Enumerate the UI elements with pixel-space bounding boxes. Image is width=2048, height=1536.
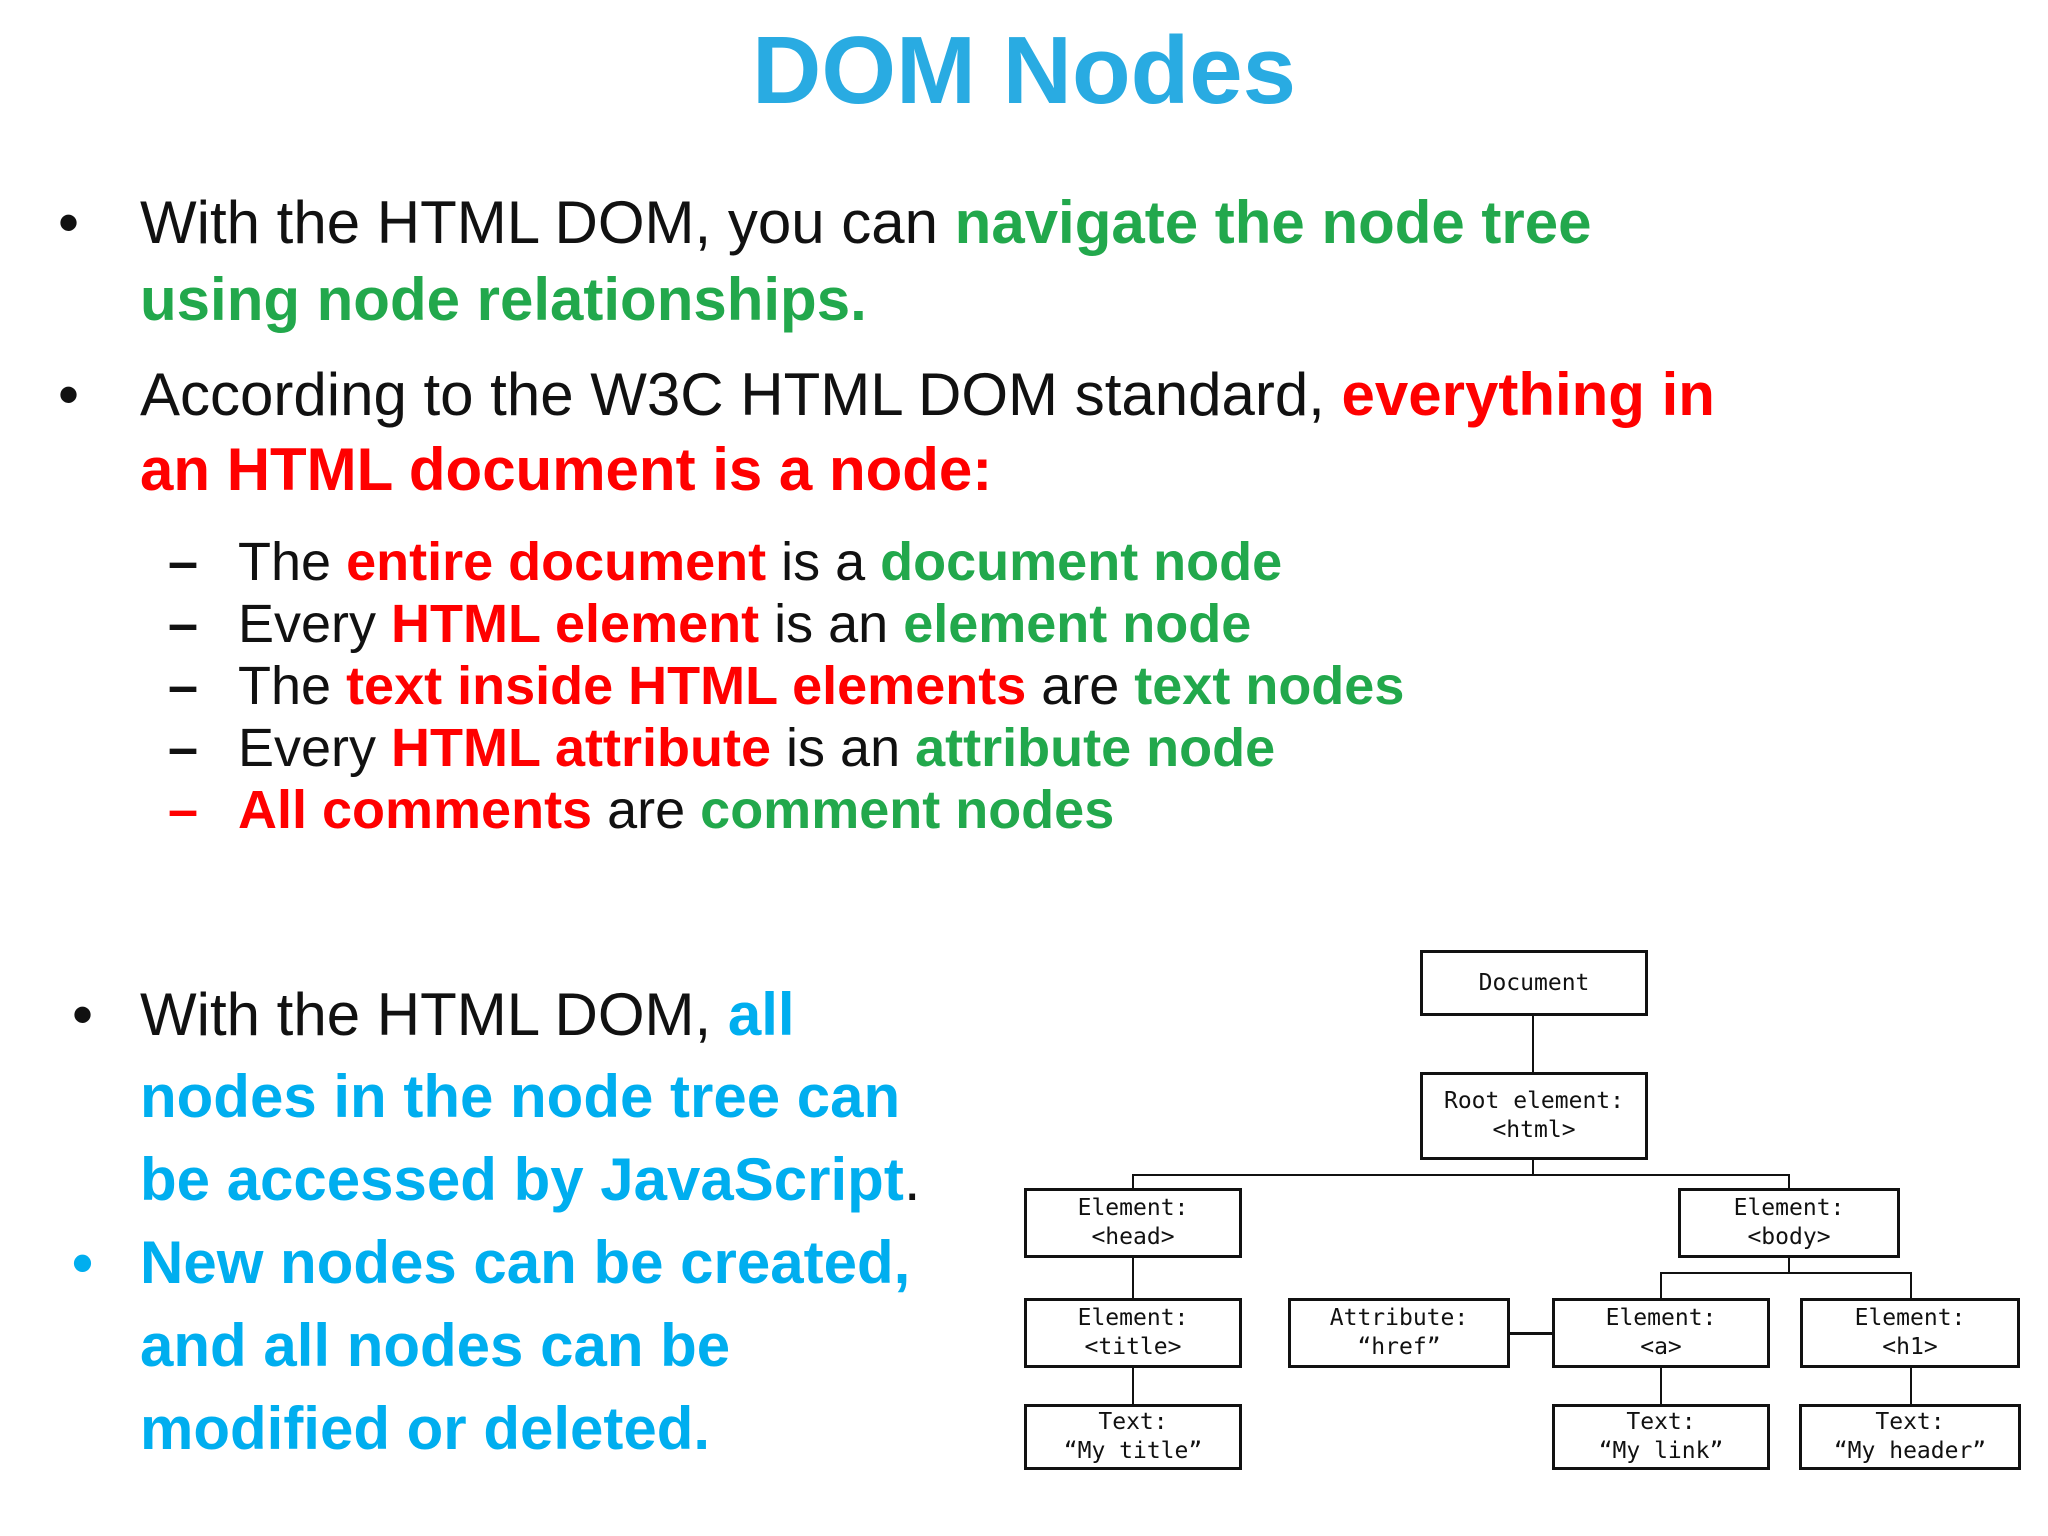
text-segment: All comments [238,780,593,840]
connector-document-root [1532,1016,1534,1072]
bullet-dot: • [72,981,94,1048]
text-segment: element node [903,594,1252,654]
text-segment: . [903,1146,921,1213]
connector-href-a [1510,1332,1552,1335]
connector-title-mytitle [1132,1368,1134,1404]
connector-bar-head [1132,1174,1134,1188]
text-segment: HTML element [391,594,760,654]
connector-a-mylink [1660,1368,1662,1404]
bullet-line-4a: New nodes can be created, [140,1230,910,1296]
text-segment: navigate the node tree [954,189,1592,256]
text-segment: attribute node [915,718,1276,778]
connector-bar-h1 [1910,1272,1912,1298]
text-segment: With the HTML DOM, [140,981,728,1048]
bullet-line-3a: With the HTML DOM, all [140,982,795,1048]
text-segment: With the HTML DOM, you can [140,189,955,256]
connector-bar-body [1788,1174,1790,1188]
tree-node-title: Element: <title> [1024,1298,1242,1368]
connector-head-title [1132,1258,1134,1298]
sub-bullet-line-4: Every HTML attribute is an attribute nod… [238,718,1275,778]
bullet-line-2a: According to the W3C HTML DOM standard, … [140,362,1715,428]
text-segment: HTML attribute [391,718,772,778]
bullet-line-4c: modified or deleted. [140,1396,710,1462]
bullet-line-3c: be accessed by JavaScript. [140,1147,920,1213]
text-segment: and all nodes can be [140,1312,731,1379]
dash-marker: – [168,718,199,778]
sub-bullet-line-3: The text inside HTML elements are text n… [238,656,1404,716]
dash-marker: – [168,532,199,592]
tree-node-text-mylink: Text: “My link” [1552,1404,1770,1470]
sub-bullet-line-1: The entire document is a document node [238,532,1282,592]
dash-marker: – [168,594,199,654]
tree-node-text-myheader: Text: “My header” [1799,1404,2021,1470]
connector-body-bar [1660,1272,1912,1274]
connector-root-stub [1532,1160,1534,1174]
bullet-line-1b: using node relationships. [140,267,867,333]
sub-bullet-line-2: Every HTML element is an element node [238,594,1251,654]
sub-bullet-line-5: All comments are comment nodes [238,780,1114,840]
text-segment: The [238,532,347,592]
text-segment: entire document [346,532,767,592]
text-segment: According to the W3C HTML DOM standard, [140,361,1342,428]
text-segment: are [1026,656,1135,716]
text-segment: an HTML document is a node: [140,436,993,503]
connector-body-stub [1788,1258,1790,1272]
tree-node-document: Document [1420,950,1648,1016]
text-segment: be accessed by JavaScript [140,1146,904,1213]
connector-h1-myheader [1910,1368,1912,1404]
text-segment: using node relationships. [140,266,867,333]
text-segment: Every [238,594,392,654]
text-segment: text nodes [1134,656,1405,716]
bullet-dot-blue: • [72,1229,94,1296]
text-segment: The [238,656,347,716]
bullet-dot: • [58,361,80,428]
text-segment: is an [759,594,904,654]
bullet-line-3b: nodes in the node tree can [140,1064,900,1130]
connector-html-bar [1132,1174,1790,1176]
bullet-dot: • [58,189,80,256]
text-segment: everything in [1341,361,1715,428]
bullet-line-4b: and all nodes can be [140,1313,730,1379]
text-segment: document node [880,532,1283,592]
text-segment: Every [238,718,392,778]
tree-node-head: Element: <head> [1024,1188,1242,1258]
text-segment: nodes in the node tree can [140,1063,901,1130]
bullet-line-2b: an HTML document is a node: [140,437,992,503]
text-segment: all [727,981,795,1048]
dash-marker: – [168,656,199,716]
page-title: DOM Nodes [751,17,1297,124]
tree-node-text-mytitle: Text: “My title” [1024,1404,1242,1470]
text-segment: text inside HTML elements [346,656,1027,716]
text-segment: New nodes can be created, [140,1229,911,1296]
text-segment: is a [766,532,881,592]
tree-node-root-html: Root element: <html> [1420,1072,1648,1160]
text-segment: are [592,780,701,840]
text-segment: comment nodes [700,780,1115,840]
dash-marker-red: – [168,780,199,840]
tree-node-body: Element: <body> [1678,1188,1900,1258]
tree-node-a: Element: <a> [1552,1298,1770,1368]
tree-node-h1: Element: <h1> [1800,1298,2020,1368]
connector-bar-a [1660,1272,1662,1298]
text-segment: is an [771,718,916,778]
bullet-line-1a: With the HTML DOM, you can navigate the … [140,190,1592,256]
tree-node-attribute-href: Attribute: “href” [1288,1298,1510,1368]
text-segment: modified or deleted. [140,1395,711,1462]
